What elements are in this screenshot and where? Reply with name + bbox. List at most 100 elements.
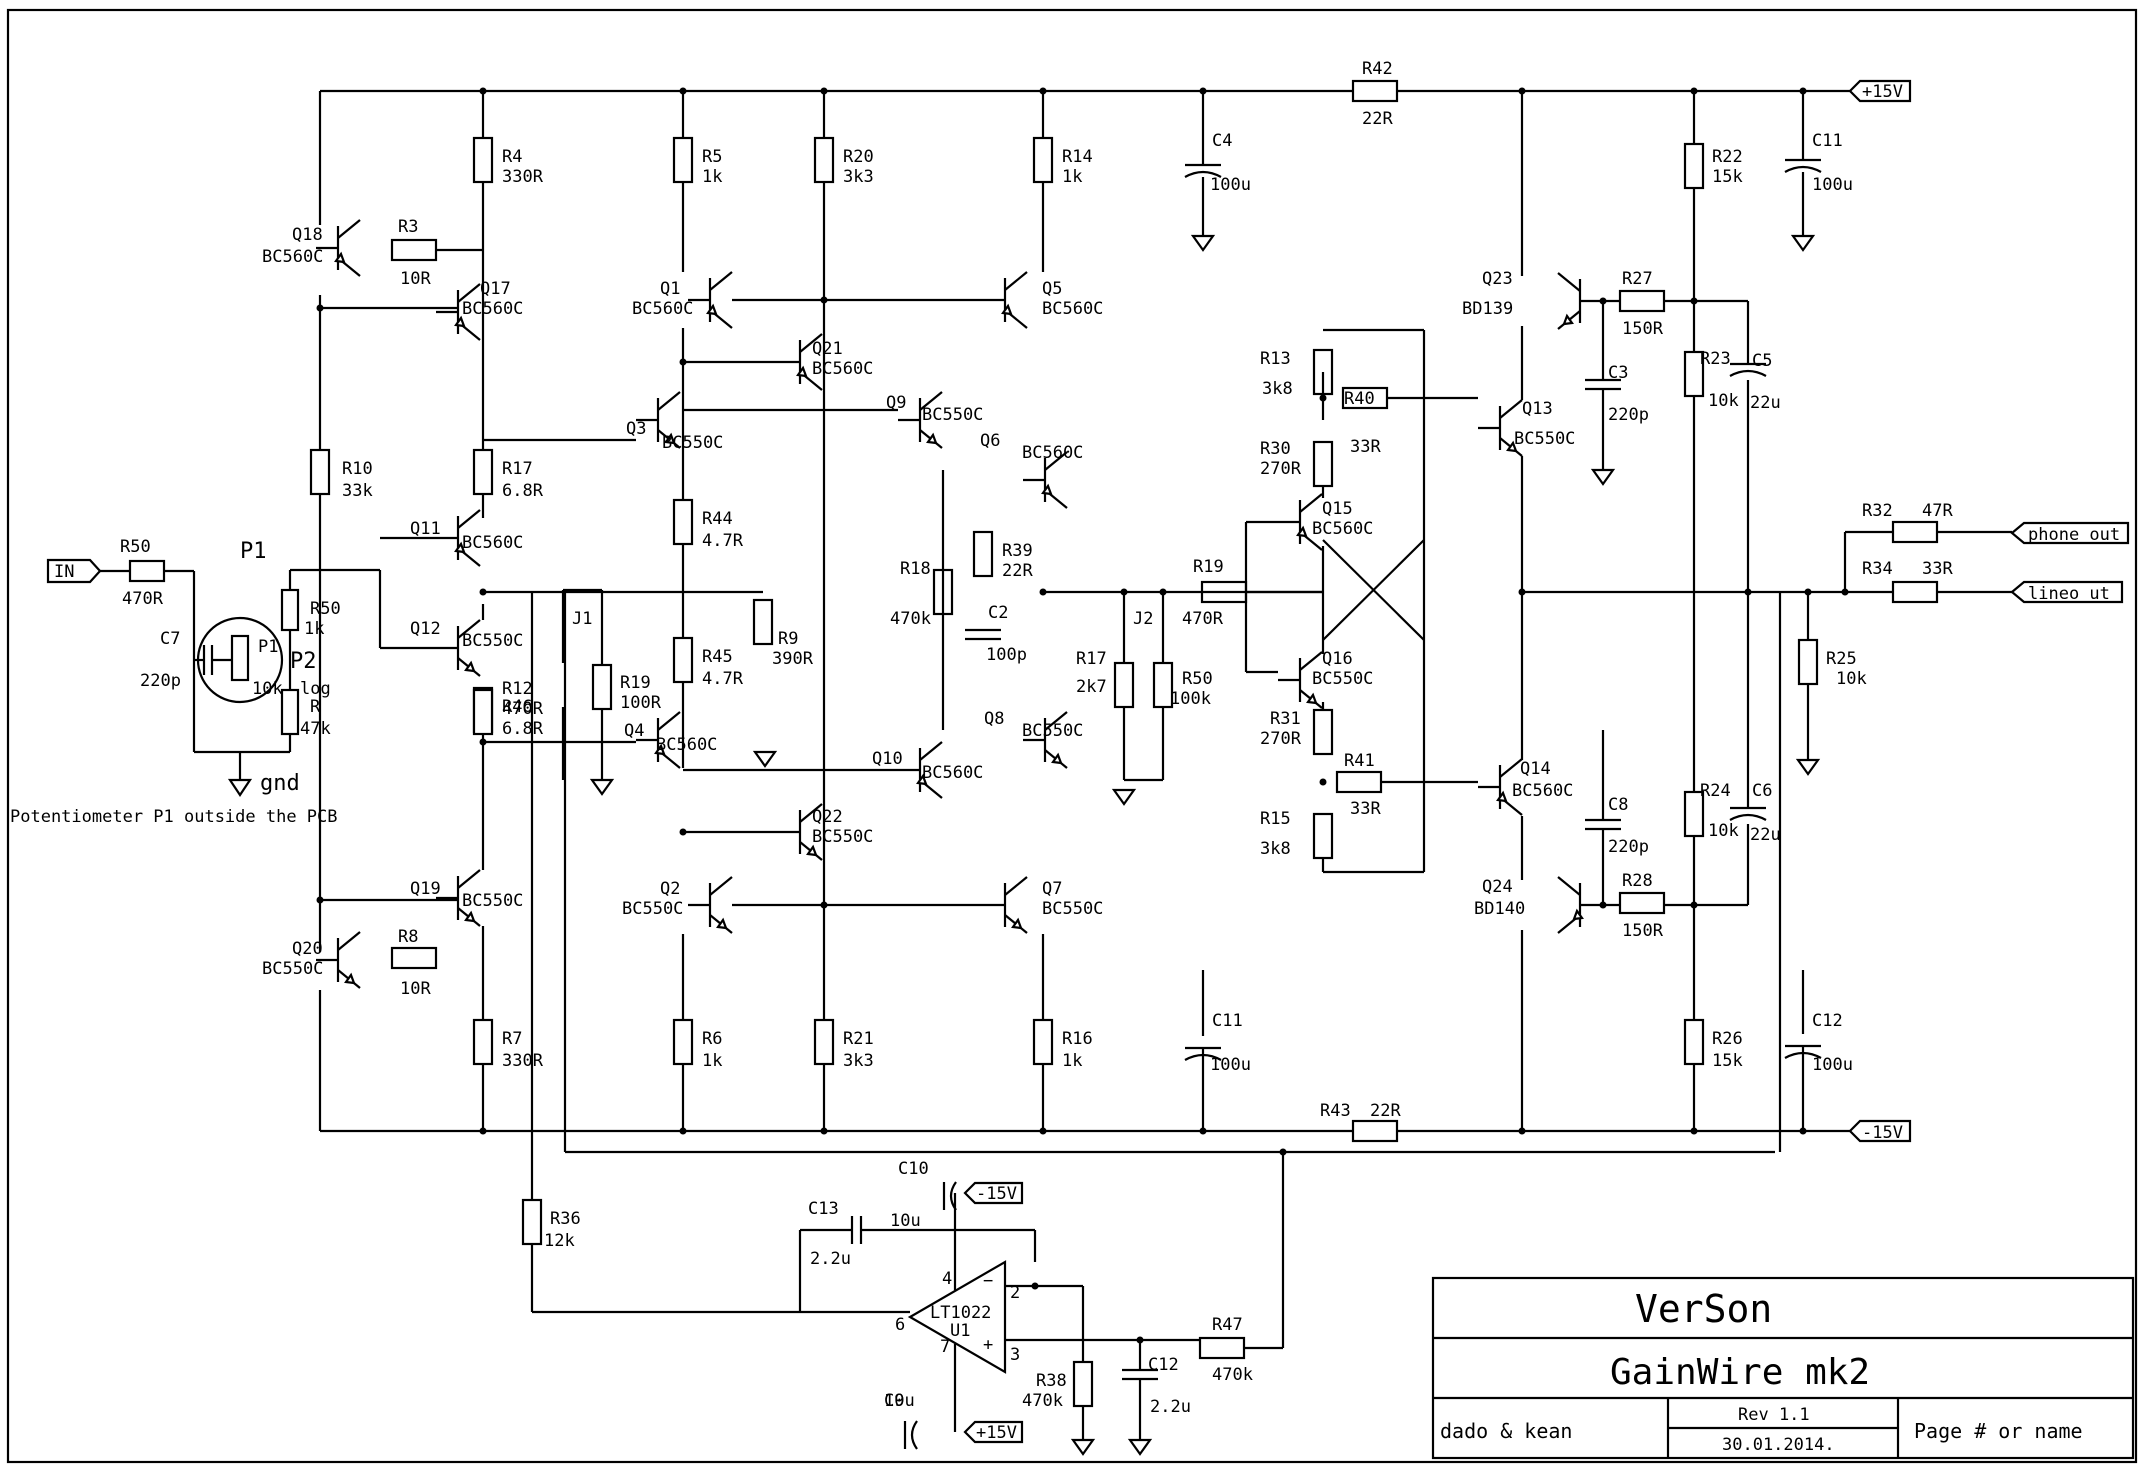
svg-text:33k: 33k xyxy=(342,481,373,501)
svg-text:Q9: Q9 xyxy=(886,393,906,413)
svg-text:+15V: +15V xyxy=(1862,82,1903,102)
svg-text:R50: R50 xyxy=(120,537,151,557)
in-flag: IN xyxy=(46,558,102,584)
junction-dot xyxy=(1199,1127,1207,1135)
svg-text:2.2u: 2.2u xyxy=(810,1249,851,1269)
svg-text:47k: 47k xyxy=(300,719,331,739)
junction-dot xyxy=(679,828,687,836)
junction-dot xyxy=(316,896,324,904)
junction-dot xyxy=(1159,588,1167,596)
svg-text:100k: 100k xyxy=(1170,689,1211,709)
svg-text:Q16: Q16 xyxy=(1322,649,1353,669)
svg-text:C10: C10 xyxy=(898,1159,929,1179)
svg-text:Q18: Q18 xyxy=(292,225,323,245)
svg-text:47R: 47R xyxy=(1922,501,1953,521)
svg-text:3k8: 3k8 xyxy=(1262,379,1293,399)
wire-layer xyxy=(316,87,2012,1456)
svg-text:BC550C: BC550C xyxy=(262,959,323,979)
svg-text:Q21: Q21 xyxy=(812,339,843,359)
svg-text:C9: C9 xyxy=(884,1391,904,1411)
svg-text:+15V: +15V xyxy=(976,1423,1017,1443)
svg-text:R45: R45 xyxy=(702,647,733,667)
svg-text:BD140: BD140 xyxy=(1474,899,1525,919)
svg-text:Q1: Q1 xyxy=(660,279,680,299)
svg-text:22R: 22R xyxy=(1362,109,1393,129)
j1-label: J1 xyxy=(572,609,592,629)
svg-text:R6: R6 xyxy=(702,1029,722,1049)
junction-dot xyxy=(1120,588,1128,596)
svg-text:BC550C: BC550C xyxy=(922,405,983,425)
svg-text:R50: R50 xyxy=(310,599,341,619)
svg-text:C11: C11 xyxy=(1212,1011,1243,1031)
svg-text:1k: 1k xyxy=(1062,1051,1082,1071)
svg-text:R17: R17 xyxy=(1076,649,1107,669)
svg-text:Q5: Q5 xyxy=(1042,279,1062,299)
gnd-label: gnd xyxy=(260,771,300,796)
junction-dot xyxy=(820,1127,828,1135)
svg-text:BC550C: BC550C xyxy=(1514,429,1575,449)
junction-dot xyxy=(479,1127,487,1135)
svg-text:R19: R19 xyxy=(1193,557,1224,577)
svg-text:C11: C11 xyxy=(1812,131,1843,151)
svg-text:BC560C: BC560C xyxy=(812,359,873,379)
svg-text:C4: C4 xyxy=(1212,131,1232,151)
svg-text:10k: 10k xyxy=(1836,669,1867,689)
svg-text:220p: 220p xyxy=(1608,837,1649,857)
junction-dot xyxy=(679,87,687,95)
svg-text:R30: R30 xyxy=(1260,439,1291,459)
svg-text:6: 6 xyxy=(895,1315,905,1335)
svg-text:470R: 470R xyxy=(122,589,164,609)
svg-text:R20: R20 xyxy=(843,147,874,167)
svg-text:R50: R50 xyxy=(1182,669,1213,689)
junction-dot xyxy=(1799,87,1807,95)
junction-dot xyxy=(316,304,324,312)
svg-text:100p: 100p xyxy=(986,645,1027,665)
junction-dot xyxy=(1518,1127,1526,1135)
svg-text:33R: 33R xyxy=(1922,559,1953,579)
svg-text:15k: 15k xyxy=(1712,1051,1743,1071)
junction-dot xyxy=(1690,297,1698,305)
svg-text:R44: R44 xyxy=(702,509,733,529)
svg-text:C13: C13 xyxy=(808,1199,839,1219)
svg-text:R4: R4 xyxy=(502,147,522,167)
svg-text:C7: C7 xyxy=(160,629,180,649)
title-date: 30.01.2014. xyxy=(1722,1435,1835,1455)
ground-symbol xyxy=(589,778,615,796)
junction-dot xyxy=(1199,87,1207,95)
svg-text:1k: 1k xyxy=(304,619,324,639)
junction-dot xyxy=(479,588,487,596)
svg-text:R15: R15 xyxy=(1260,809,1291,829)
svg-text:R39: R39 xyxy=(1002,541,1033,561)
junction-dot xyxy=(820,296,828,304)
svg-text:Q15: Q15 xyxy=(1322,499,1353,519)
svg-text:BC550C: BC550C xyxy=(662,433,723,453)
svg-text:Q3: Q3 xyxy=(626,419,646,439)
junction-dot xyxy=(1319,778,1327,786)
svg-text:10R: 10R xyxy=(400,979,431,999)
svg-text:22R: 22R xyxy=(1370,1101,1401,1121)
